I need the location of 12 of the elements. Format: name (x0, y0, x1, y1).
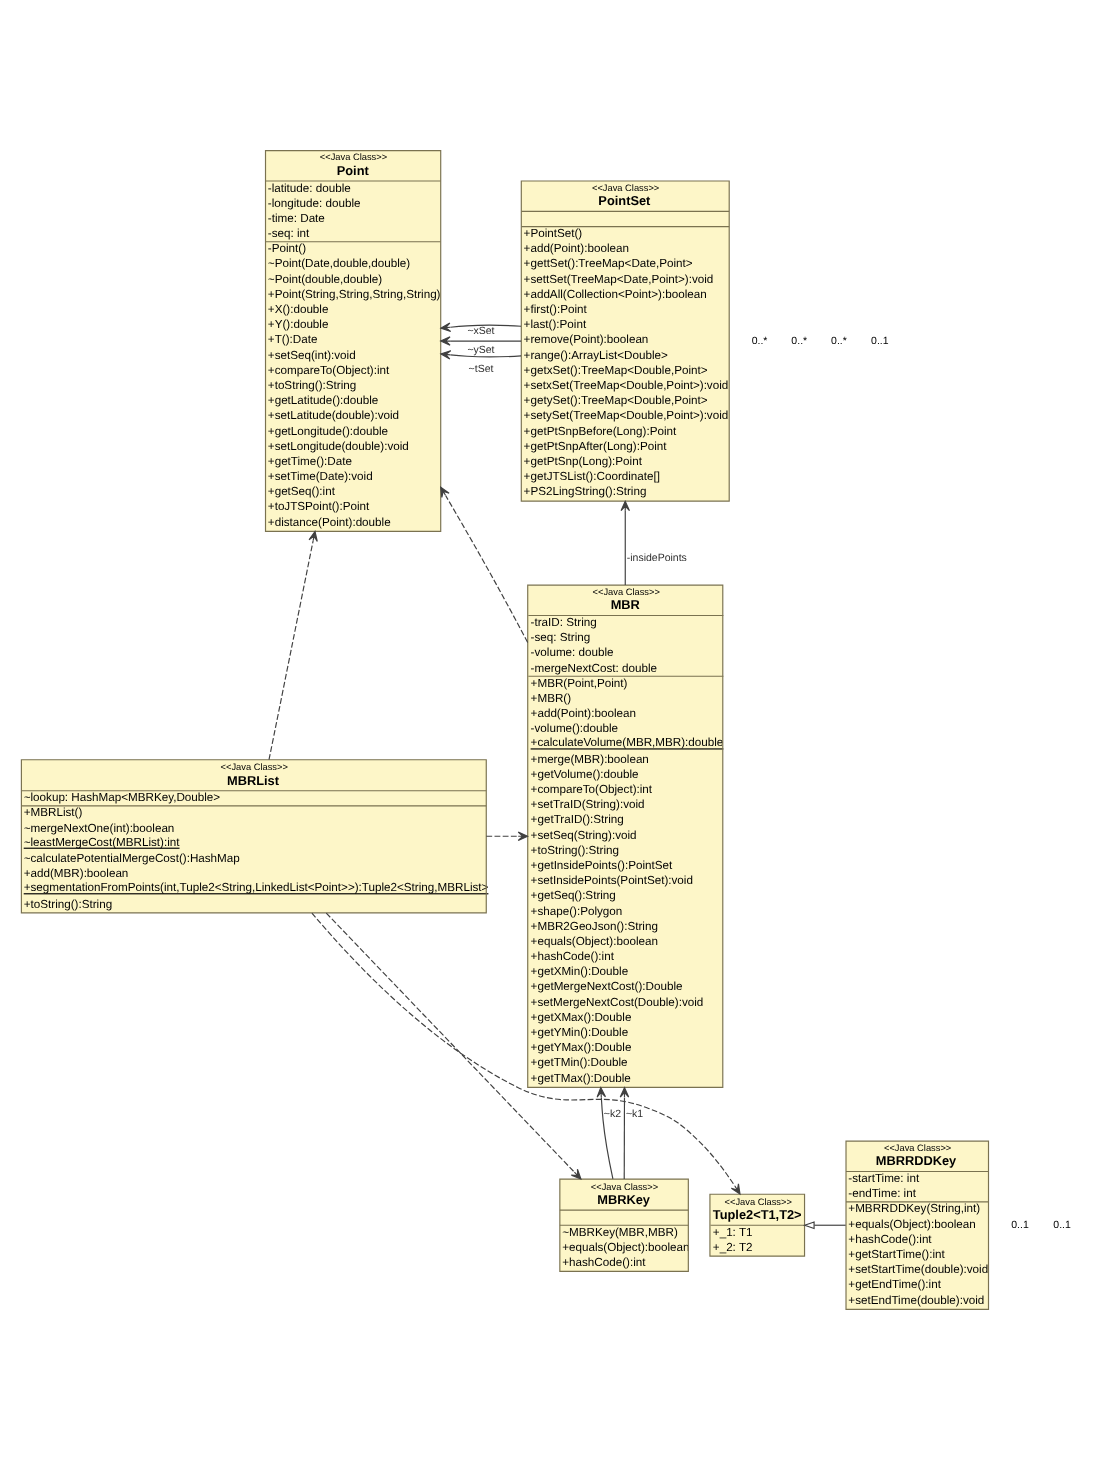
arrow (440, 485, 529, 643)
arrow (620, 499, 631, 585)
arrow (619, 1086, 630, 1179)
arrow (268, 529, 318, 760)
arrow (440, 335, 522, 345)
arrow (485, 830, 529, 841)
arrow (311, 911, 741, 1194)
arrow (440, 321, 522, 331)
arrow (440, 349, 522, 359)
arrow (596, 1086, 614, 1179)
arrow (325, 911, 582, 1179)
arrow (802, 1220, 847, 1229)
